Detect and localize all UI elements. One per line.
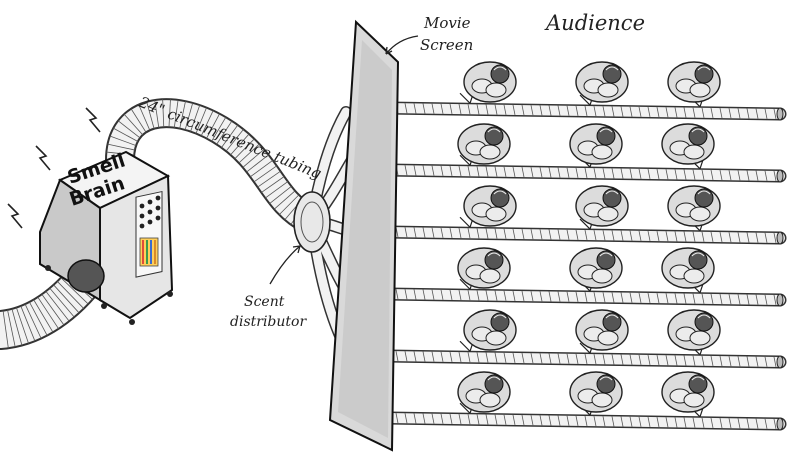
screen-arrow: [385, 35, 419, 55]
zap-marks: [7, 107, 101, 229]
audience-member: [569, 247, 623, 289]
scent-distributor: [293, 191, 331, 253]
audience-member: [661, 123, 715, 165]
control-panel: [135, 190, 163, 278]
row-tube: [381, 277, 787, 307]
audience-member: [463, 61, 517, 103]
audience-member: [457, 123, 511, 165]
audience-member: [661, 247, 715, 289]
main-tube: [105, 98, 325, 235]
zap-mark: [85, 107, 101, 133]
audience-member: [569, 123, 623, 165]
tubing-label: 24" circumference tubing: [136, 93, 324, 183]
audience-member: [661, 371, 715, 413]
row-tube: [381, 153, 787, 183]
audience-member: [457, 371, 511, 413]
audience-member: [667, 185, 721, 227]
audience-label: Audience: [544, 11, 645, 35]
color-vials: [139, 237, 159, 267]
zap-mark: [35, 145, 51, 171]
zap-mark: [7, 203, 23, 229]
audience-member: [463, 185, 517, 227]
row-tube: [381, 215, 787, 245]
annotation-arrows: [269, 35, 419, 285]
smell-brain-box: Smell Brain: [39, 149, 174, 325]
audience-member: [575, 61, 629, 103]
audience-member: [667, 61, 721, 103]
audience-member: [575, 185, 629, 227]
distributor-arrow: [269, 245, 301, 285]
distributor-label-line1: Scent: [244, 294, 285, 310]
audience-member: [575, 309, 629, 351]
screen-label-line1: Movie: [423, 14, 471, 32]
audience-member: [667, 309, 721, 351]
audience-member: [457, 247, 511, 289]
audience-seats: [457, 61, 721, 413]
audience-member: [569, 371, 623, 413]
row-tube: [381, 401, 787, 431]
movie-screen: [328, 19, 400, 452]
audience-member: [463, 309, 517, 351]
screen-label-line2: Screen: [420, 36, 473, 54]
distributor-label-line2: distributor: [230, 314, 307, 330]
row-tube: [381, 339, 787, 369]
